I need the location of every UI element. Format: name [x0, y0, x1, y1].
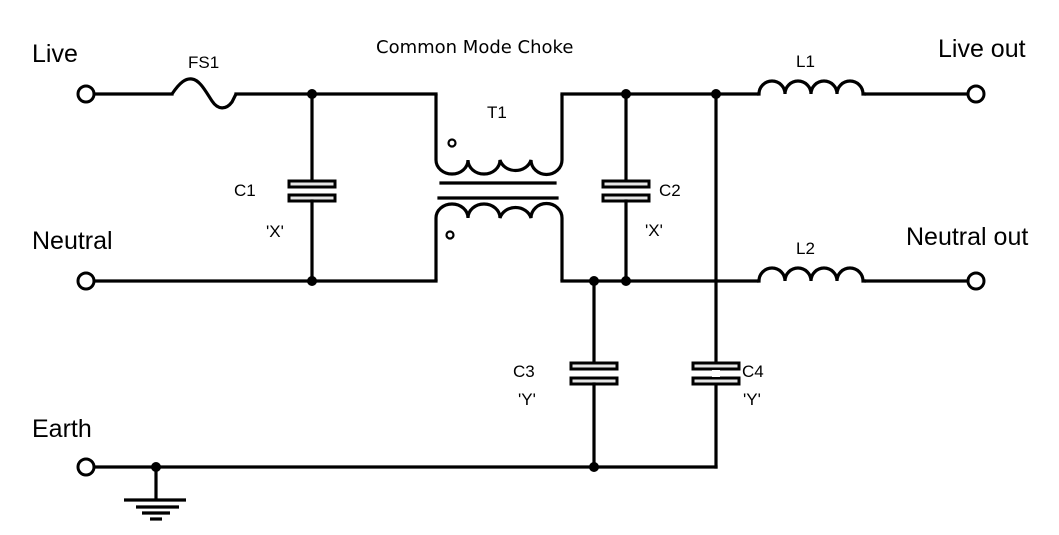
c4-plate-bottom	[691, 376, 741, 386]
label-c2-class: 'X'	[645, 221, 663, 240]
c2-plate-top	[601, 179, 651, 189]
label-c3-class: 'Y'	[518, 390, 536, 409]
inductor-l1	[757, 79, 866, 96]
c4-gap-mask	[712, 370, 720, 377]
earth-line	[92, 92, 718, 469]
c1-plate-top	[287, 179, 337, 189]
label-neutral-out: Neutral out	[906, 223, 1028, 251]
terminal-earth[interactable]	[76, 457, 96, 477]
inductor-l2	[757, 266, 866, 283]
junction-c2-neutral	[621, 276, 631, 286]
t1-phase-dot-bottom	[445, 230, 455, 240]
label-c3: C3	[513, 362, 535, 381]
terminal-neutral-in[interactable]	[76, 271, 96, 291]
label-c1-class: 'X'	[266, 222, 284, 241]
t1-phase-dot-top	[447, 138, 457, 148]
label-earth: Earth	[32, 415, 92, 443]
terminal-live-out[interactable]	[966, 84, 986, 104]
label-c4: C4	[742, 362, 764, 381]
capacitor-c1	[287, 92, 337, 283]
label-fs1: FS1	[188, 53, 219, 72]
label-neutral-in: Neutral	[32, 227, 113, 255]
label-live-out: Live out	[938, 35, 1026, 63]
label-t1: T1	[487, 103, 507, 122]
t1-winding-top	[434, 94, 564, 176]
label-c2: C2	[659, 181, 681, 200]
junction-c3-earth	[589, 462, 599, 472]
label-common-mode-choke: Common Mode Choke	[376, 37, 573, 58]
terminal-live-in[interactable]	[76, 84, 96, 104]
label-c4-class: 'Y'	[743, 390, 761, 409]
fuse-fs1-symbol	[170, 77, 238, 110]
c3-plate-top	[569, 361, 619, 371]
junction-c4-live	[711, 89, 721, 99]
junction-c3-neutral	[589, 276, 599, 286]
label-live-in: Live	[32, 40, 78, 68]
junction-c1-live	[307, 89, 317, 99]
ground-icon	[124, 465, 186, 521]
t1-winding-bottom	[434, 202, 564, 281]
capacitor-c4	[691, 361, 741, 386]
live-line	[92, 77, 970, 110]
c4-plate-top	[691, 361, 741, 371]
label-l2: L2	[796, 239, 815, 258]
label-c1: C1	[234, 181, 256, 200]
transformer-t1	[434, 94, 564, 281]
capacitor-c2	[601, 92, 651, 283]
capacitor-c3	[569, 279, 619, 469]
label-l1: L1	[796, 52, 815, 71]
junction-c1-neutral	[307, 276, 317, 286]
terminal-neutral-out[interactable]	[966, 271, 986, 291]
junction-c2-live	[621, 89, 631, 99]
